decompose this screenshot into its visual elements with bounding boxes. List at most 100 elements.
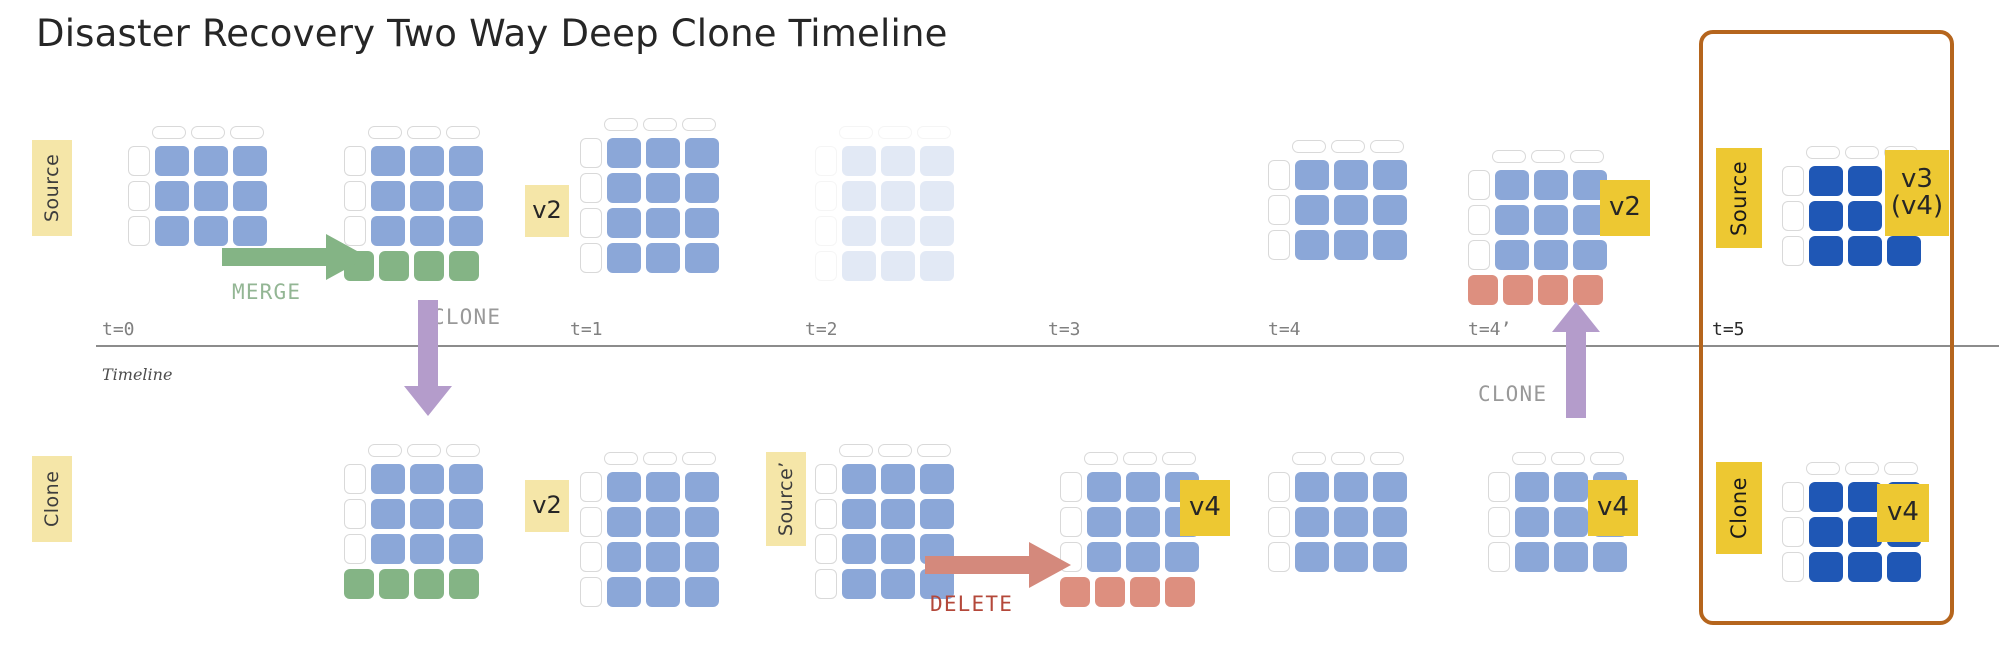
- header-pill: [878, 126, 912, 139]
- table-cell-data: [842, 216, 876, 246]
- header-pill: [368, 126, 402, 139]
- table-cell-data: [1534, 170, 1568, 200]
- table-cell-data: [881, 216, 915, 246]
- table-cell-data: [881, 499, 915, 529]
- table-header-pills: [1292, 140, 1404, 153]
- table-cell-data: [1295, 160, 1329, 190]
- table-cell-green: [379, 569, 409, 599]
- table-cell-data: [920, 181, 954, 211]
- table-cell-data: [194, 146, 228, 176]
- table-cell-data: [646, 173, 680, 203]
- table-cell-data: [881, 146, 915, 176]
- table-cell-data: [607, 243, 641, 273]
- table-row: [344, 146, 483, 176]
- timeline-tick-t3: t=3: [1048, 319, 1081, 340]
- table-cell-index: [580, 542, 602, 572]
- table-row: [1060, 542, 1199, 572]
- table-cell-data: [410, 181, 444, 211]
- page-title: Disaster Recovery Two Way Deep Clone Tim…: [36, 12, 948, 55]
- table-row: [1782, 236, 1921, 266]
- table-cell-data: [685, 472, 719, 502]
- lane-source-t3: Source’: [766, 452, 806, 546]
- table-row: [344, 464, 483, 494]
- table-cell-index: [580, 243, 602, 273]
- table-cell-index: [344, 181, 366, 211]
- header-pill: [230, 126, 264, 139]
- table-row: [1488, 542, 1627, 572]
- op-label-delete: DELETE: [930, 592, 1014, 616]
- table-cell-data: [646, 472, 680, 502]
- table-cell-red: [1573, 275, 1603, 305]
- table-cell-data: [371, 534, 405, 564]
- table-cell-data: [842, 464, 876, 494]
- header-pill: [1512, 452, 1546, 465]
- table-cell-green: [379, 251, 409, 281]
- header-pill: [1590, 452, 1624, 465]
- table-row: [1268, 230, 1407, 260]
- header-pill: [1845, 462, 1879, 475]
- header-pill: [643, 452, 677, 465]
- table-cell-data: [410, 146, 444, 176]
- table-cell-data: [685, 507, 719, 537]
- timeline-tick-t0: t=0: [102, 319, 135, 340]
- table-row: [815, 569, 954, 599]
- table-header-pills: [1512, 452, 1624, 465]
- table-cell-data: [920, 499, 954, 529]
- table-header-pills: [368, 444, 480, 457]
- table-cell-data: [685, 542, 719, 572]
- table-cell-index: [1782, 166, 1804, 196]
- table-cell-data: [449, 499, 483, 529]
- table-cell-data: [1809, 201, 1843, 231]
- table-header-pills: [152, 126, 264, 139]
- table-cell-data: [842, 251, 876, 281]
- header-pill: [407, 444, 441, 457]
- header-pill: [604, 452, 638, 465]
- table-cell-data: [410, 499, 444, 529]
- table-cell-red: [1165, 577, 1195, 607]
- table-cell-data: [685, 208, 719, 238]
- table-cell-index: [1268, 195, 1290, 225]
- table-cell-data: [920, 146, 954, 176]
- table-cell-index: [1782, 236, 1804, 266]
- table-cell-data: [646, 577, 680, 607]
- v2-source-t1: v2: [525, 185, 569, 237]
- table-cell-data: [646, 507, 680, 537]
- table-cell-data: [1495, 205, 1529, 235]
- clone-down-arrow-icon: [404, 300, 452, 416]
- table-cell-index: [1782, 482, 1804, 512]
- table-cell-index: [1488, 472, 1510, 502]
- table-row: [1468, 275, 1603, 305]
- table-cell-index: [815, 146, 837, 176]
- table-cell-data: [842, 181, 876, 211]
- table-cell-index: [1782, 201, 1804, 231]
- table-cell-data: [607, 507, 641, 537]
- header-pill: [878, 444, 912, 457]
- header-pill: [682, 452, 716, 465]
- table-cell-data: [155, 181, 189, 211]
- v2-source-t4p: v2: [1600, 180, 1650, 236]
- header-pill: [191, 126, 225, 139]
- table-cell-red: [1468, 275, 1498, 305]
- table-cell-index: [128, 181, 150, 211]
- table-row: [580, 472, 719, 502]
- table-row: [1268, 160, 1407, 190]
- header-pill: [1370, 452, 1404, 465]
- timeline-tick-t1: t=1: [570, 319, 603, 340]
- table-row: [344, 216, 483, 246]
- table-row: [580, 577, 719, 607]
- table-cell-green: [449, 569, 479, 599]
- table-cell-index: [344, 499, 366, 529]
- table-cell-green: [449, 251, 479, 281]
- table-row: [580, 243, 719, 273]
- table-cell-data: [1848, 482, 1882, 512]
- table-cell-index: [1468, 240, 1490, 270]
- table-cell-index: [1468, 205, 1490, 235]
- header-pill: [368, 444, 402, 457]
- table-cell-data: [1554, 472, 1588, 502]
- table-cell-data: [646, 208, 680, 238]
- table-cell-index: [344, 534, 366, 564]
- table-cell-data: [1809, 517, 1843, 547]
- table-cell-data: [371, 464, 405, 494]
- table-row: [815, 216, 954, 246]
- timeline-tick-t2: t=2: [805, 319, 838, 340]
